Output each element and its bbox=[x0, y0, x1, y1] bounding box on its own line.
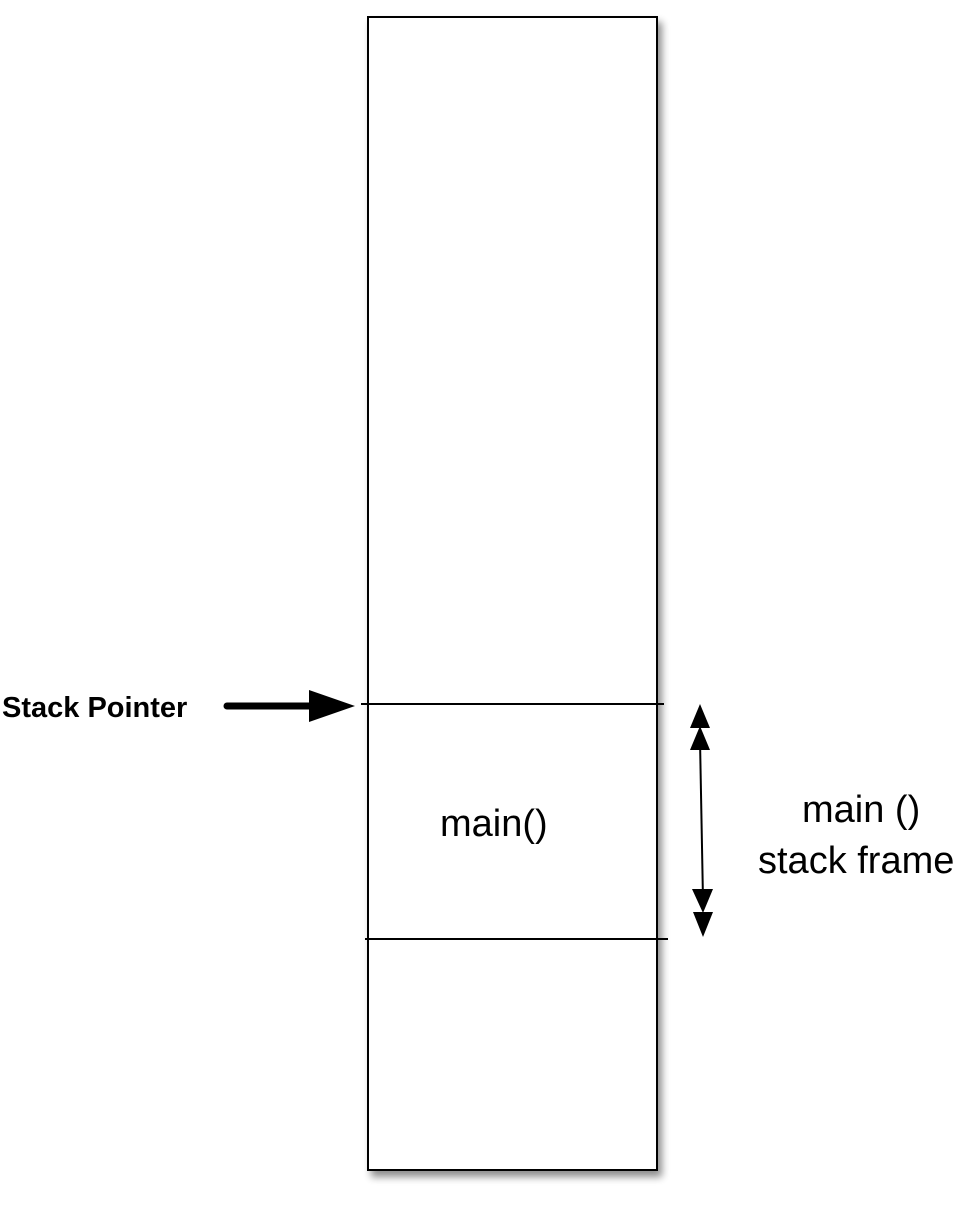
frame-annotation-line1: main () bbox=[802, 789, 920, 831]
frame-extent-arrow bbox=[690, 704, 713, 937]
frame-annotation-line2: stack frame bbox=[758, 840, 954, 882]
stack-pointer-label: Stack Pointer bbox=[2, 692, 187, 724]
stack-pointer-arrow bbox=[223, 690, 355, 722]
frame-label: main() bbox=[440, 803, 548, 845]
stack-column bbox=[367, 16, 658, 1171]
